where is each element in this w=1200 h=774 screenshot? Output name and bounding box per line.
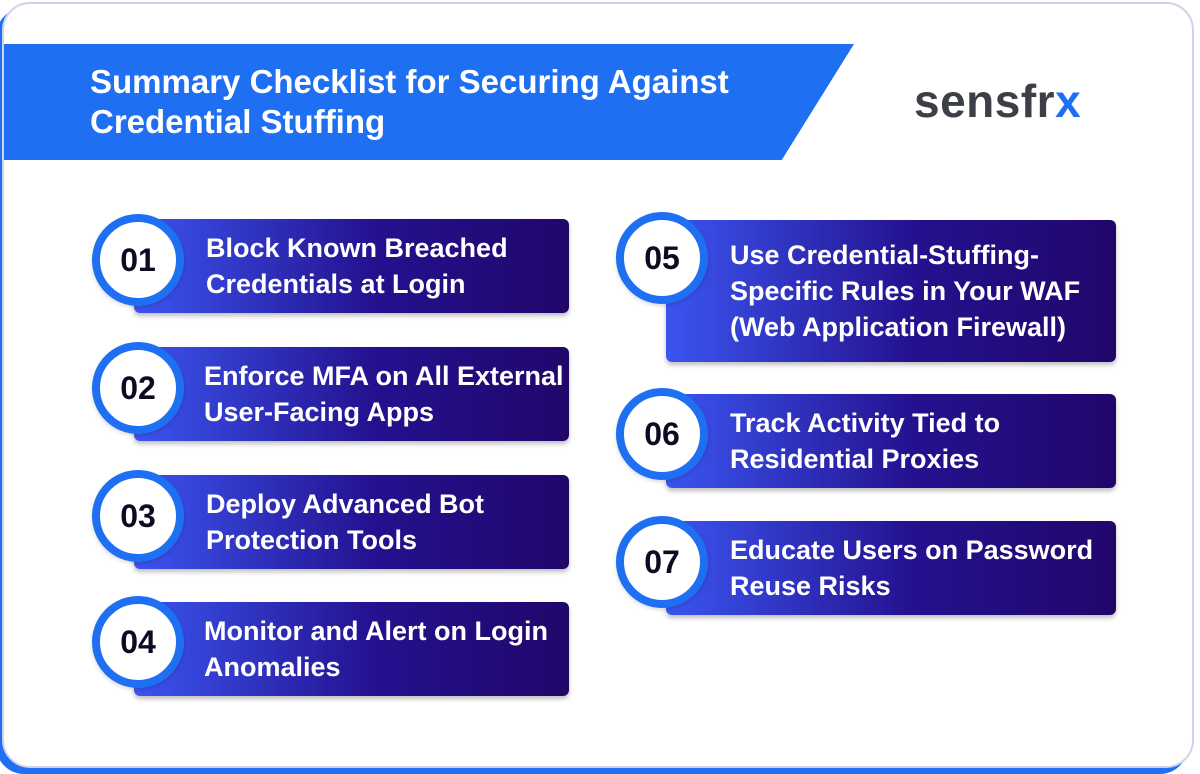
checklist-bar: Educate Users on Password Reuse Risks: [666, 521, 1116, 615]
title-banner: [4, 44, 854, 160]
checklist-number-badge: 03: [92, 470, 184, 562]
checklist-bar: Use Credential-Stuffing-Specific Rules i…: [666, 220, 1116, 362]
checklist-label: Monitor and Alert on Login Anomalies: [204, 616, 548, 682]
page-title: Summary Checklist for Securing Against C…: [90, 63, 729, 140]
checklist-label: Block Known Breached Credentials at Logi…: [206, 233, 508, 299]
checklist-bar: Enforce MFA on All External User-Facing …: [134, 347, 569, 441]
logo-accent: x: [1055, 75, 1082, 127]
checklist-number-badge: 06: [616, 388, 708, 480]
checklist-label: Enforce MFA on All External User-Facing …: [204, 361, 564, 427]
checklist-number-badge: 05: [616, 212, 708, 304]
brand-logo: sensfrx: [914, 74, 1081, 128]
checklist-label: Deploy Advanced Bot Protection Tools: [206, 489, 485, 555]
checklist-number-badge: 07: [616, 516, 708, 608]
checklist-label: Educate Users on Password Reuse Risks: [730, 535, 1094, 601]
checklist-number-badge: 02: [92, 342, 184, 434]
checklist-number-badge: 04: [92, 596, 184, 688]
checklist-bar: Track Activity Tied to Residential Proxi…: [666, 394, 1116, 488]
checklist-bar: Monitor and Alert on Login Anomalies: [134, 602, 569, 696]
checklist-bar: Block Known Breached Credentials at Logi…: [134, 219, 569, 313]
checklist-bar: Deploy Advanced Bot Protection Tools: [134, 475, 569, 569]
checklist-label: Track Activity Tied to Residential Proxi…: [730, 408, 1001, 474]
logo-text: sensfr: [914, 75, 1056, 127]
checklist-number-badge: 01: [92, 214, 184, 306]
checklist-label: Use Credential-Stuffing-Specific Rules i…: [730, 240, 1081, 342]
